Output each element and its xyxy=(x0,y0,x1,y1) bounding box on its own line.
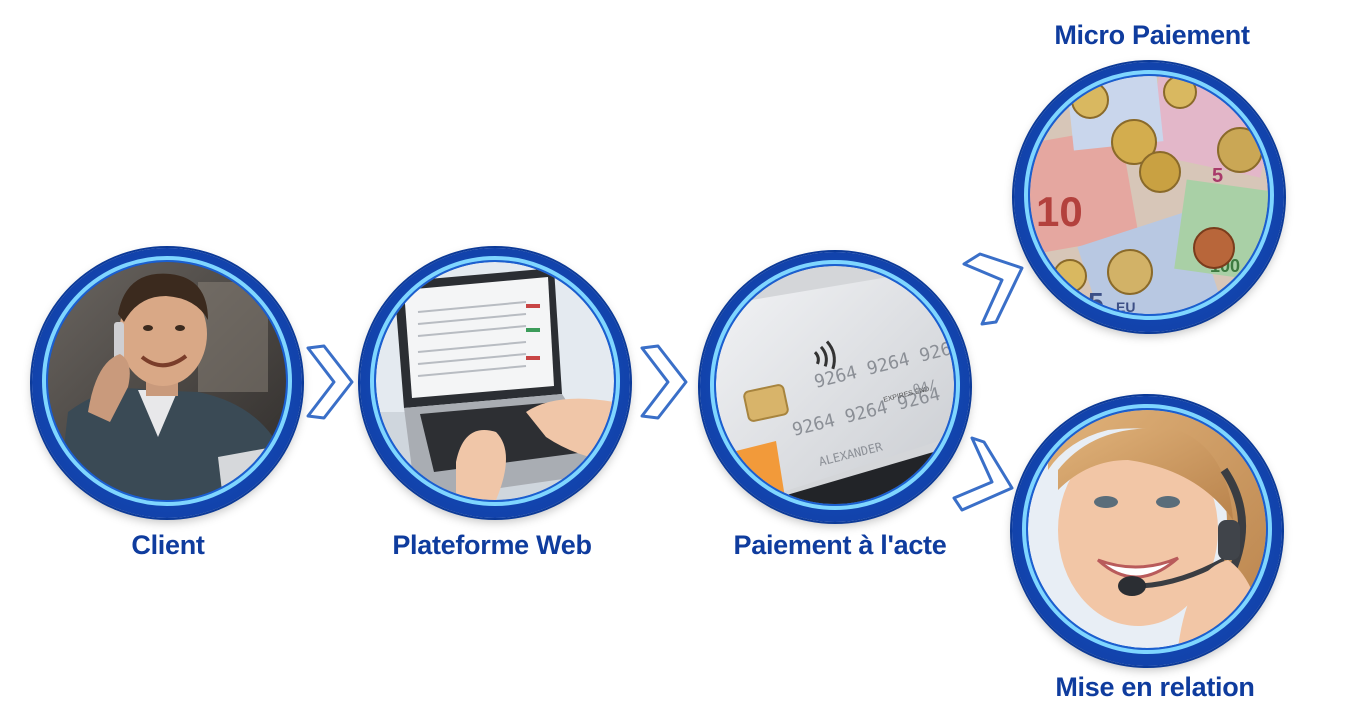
arrow-up-right-icon xyxy=(962,252,1024,326)
client-label: Client xyxy=(131,530,205,560)
arrow-right-icon xyxy=(306,344,354,420)
relation-label: Mise en relation xyxy=(1055,672,1255,702)
relation-node xyxy=(1012,396,1282,666)
payment-node: 9264 9264 9264 9264 9264 9264 EXPIRES EN… xyxy=(700,252,970,522)
platform-ring-highlight xyxy=(370,256,620,506)
arrow-right-icon xyxy=(640,344,688,420)
micro-label: Micro Paiement xyxy=(1054,20,1250,50)
payment-ring-highlight xyxy=(710,260,960,510)
payment-label: Paiement à l'acte xyxy=(733,530,947,560)
client-node xyxy=(32,248,302,518)
client-ring-highlight xyxy=(42,256,292,506)
platform-node xyxy=(360,248,630,518)
micro-ring-highlight xyxy=(1024,70,1274,320)
platform-label: Plateforme Web xyxy=(392,530,592,560)
relation-ring-highlight xyxy=(1022,404,1272,654)
arrow-down-right-icon xyxy=(952,436,1014,512)
micro-node: 10 5 5 EU 100 xyxy=(1014,62,1284,332)
